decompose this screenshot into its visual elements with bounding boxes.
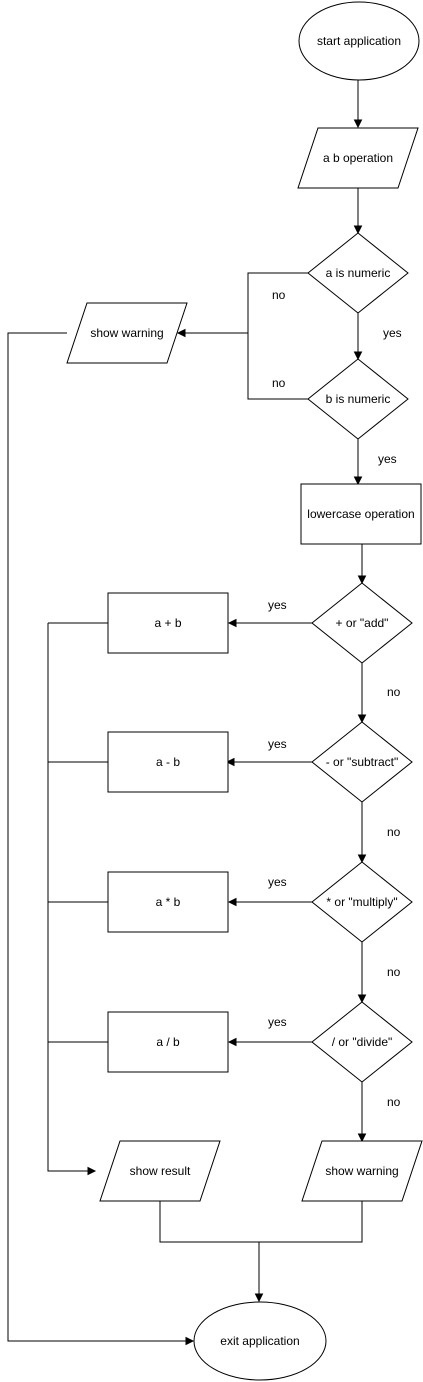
arrowhead (353, 351, 363, 361)
divide-op-node: a / b (107, 1011, 229, 1073)
edge-label-add-yes: yes (268, 598, 287, 612)
b-numeric-decision: b is numeric (307, 358, 409, 440)
arrowhead (357, 1133, 367, 1143)
arrowhead (227, 1037, 237, 1047)
subtract-diamond (311, 721, 413, 803)
multiply-op-label: a * b (156, 895, 181, 909)
arrowhead (357, 854, 367, 864)
edge-label-b-no: no (272, 376, 286, 390)
arrowhead (254, 1293, 264, 1303)
edge-b-numeric-no (247, 333, 308, 400)
exit-terminator: exit application (193, 1301, 327, 1381)
arrowhead (87, 1166, 97, 1176)
edge-label-add-no: no (387, 685, 401, 699)
multiply-check-label: * or "multiply" (326, 895, 397, 909)
add-op-node: a + b (107, 592, 229, 654)
result-label: show result (130, 1164, 191, 1178)
result-node: show result (99, 1140, 221, 1202)
arrowhead (227, 897, 237, 907)
start-terminator: start application (298, 1, 420, 81)
start-label: start application (317, 34, 401, 48)
divide-check-label: / or "divide" (332, 1035, 393, 1049)
multiply-diamond (311, 861, 413, 943)
exit-ellipse (193, 1301, 327, 1381)
edge-label-subtract-no: no (387, 825, 401, 839)
b-numeric-label: b is numeric (326, 392, 391, 406)
arrowhead (357, 575, 367, 585)
add-check-label: + or "add" (336, 616, 389, 630)
input-node: a b operation (297, 127, 419, 189)
warning-bottom-parallelogram (301, 1140, 423, 1202)
arrowhead (357, 994, 367, 1004)
warning-top-node: show warning (66, 302, 188, 364)
warning-bottom-node: show warning (301, 1140, 423, 1202)
connectors (7, 80, 367, 1346)
start-ellipse (298, 1, 420, 81)
edge-label-divide-yes: yes (268, 1015, 287, 1029)
subtract-check-label: - or "subtract" (326, 755, 399, 769)
warning-top-parallelogram (66, 302, 188, 364)
warning-top-label: show warning (90, 326, 163, 340)
arrowhead (353, 225, 363, 235)
a-numeric-diamond (307, 232, 409, 314)
add-op-label: a + b (154, 616, 181, 630)
divide-decision: / or "divide" (311, 1001, 413, 1083)
add-diamond (311, 582, 413, 664)
subtract-op-label: a - b (156, 755, 180, 769)
arrowhead (176, 328, 186, 338)
arrowhead (357, 714, 367, 724)
subtract-decision: - or "subtract" (311, 721, 413, 803)
subtract-op-box (107, 731, 229, 793)
divide-diamond (311, 1001, 413, 1083)
input-label: a b operation (323, 151, 393, 165)
nodes: start application a b operation a is num… (66, 1, 423, 1381)
multiply-op-box (107, 871, 229, 933)
arrowhead (225, 757, 235, 767)
edge-labels: no yes no yes yes no yes no yes no yes n… (268, 288, 402, 1109)
edge-label-b-yes: yes (378, 452, 397, 466)
edge-label-a-no: no (272, 288, 286, 302)
lowercase-node: lowercase operation (300, 483, 422, 545)
divide-op-label: a / b (156, 1035, 180, 1049)
add-decision: + or "add" (311, 582, 413, 664)
multiply-op-node: a * b (107, 871, 229, 933)
lowercase-label: lowercase operation (307, 507, 414, 521)
a-numeric-label: a is numeric (326, 266, 391, 280)
multiply-decision: * or "multiply" (311, 861, 413, 943)
arrowhead (227, 618, 237, 628)
edge-warning-to-exit (7, 332, 186, 1342)
exit-label: exit application (220, 1334, 299, 1348)
arrowhead (353, 119, 363, 129)
edge-label-multiply-no: no (387, 965, 401, 979)
b-numeric-diamond (307, 358, 409, 440)
subtract-op-node: a - b (107, 731, 229, 793)
add-op-box (107, 592, 229, 654)
input-parallelogram (297, 127, 419, 189)
edge-collector-to-result (47, 623, 88, 1172)
lowercase-box (300, 483, 422, 545)
divide-op-box (107, 1011, 229, 1073)
edge-a-numeric-no (185, 272, 308, 334)
edge-result-to-exit (159, 1201, 363, 1243)
edge-label-subtract-yes: yes (268, 737, 287, 751)
arrowhead (185, 1336, 195, 1346)
edge-label-divide-no: no (387, 1095, 401, 1109)
edge-label-a-yes: yes (383, 326, 402, 340)
edge-label-multiply-yes: yes (268, 875, 287, 889)
arrowhead (353, 476, 363, 486)
a-numeric-decision: a is numeric (307, 232, 409, 314)
result-parallelogram (99, 1140, 221, 1202)
warning-bottom-label: show warning (325, 1164, 398, 1178)
